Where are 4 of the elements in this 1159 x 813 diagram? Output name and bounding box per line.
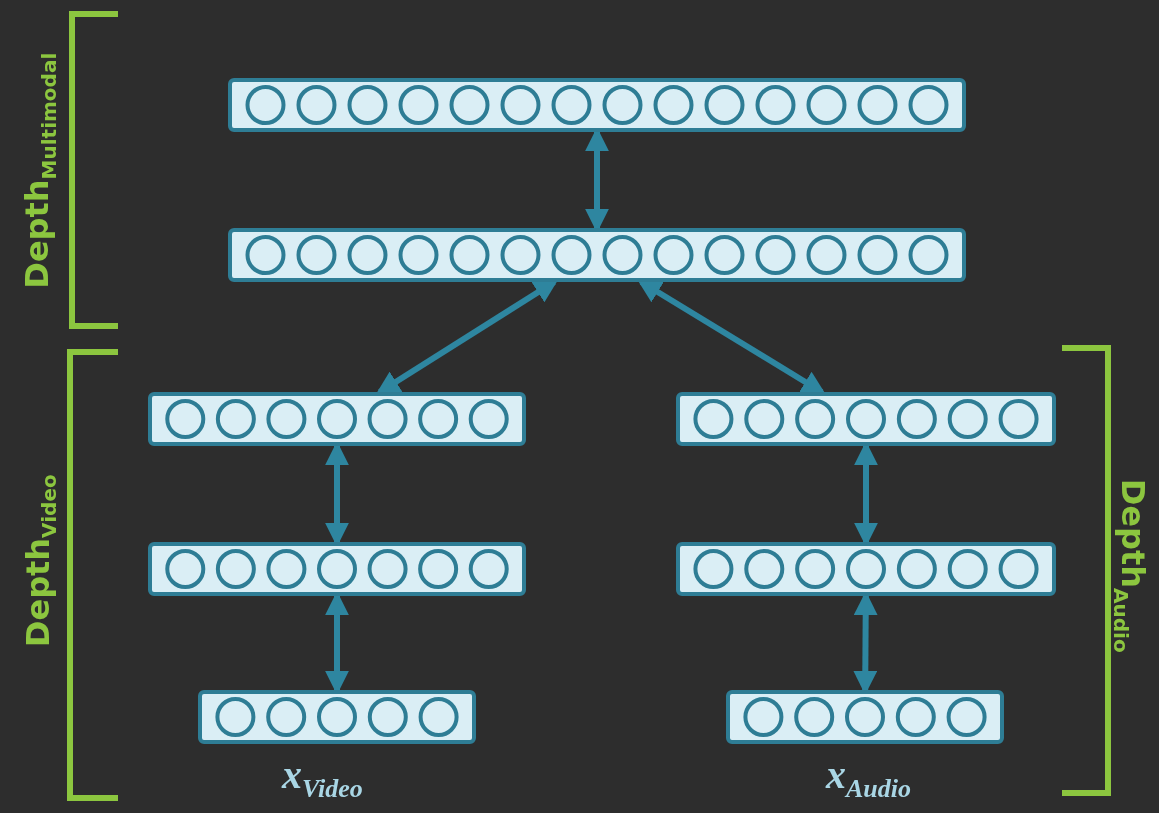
arrow bbox=[375, 279, 559, 395]
input-variable-label: x$_{Video}$ bbox=[282, 755, 363, 802]
arrow bbox=[637, 279, 826, 395]
input-variable-label: x$_{Audio}$ bbox=[826, 755, 912, 802]
